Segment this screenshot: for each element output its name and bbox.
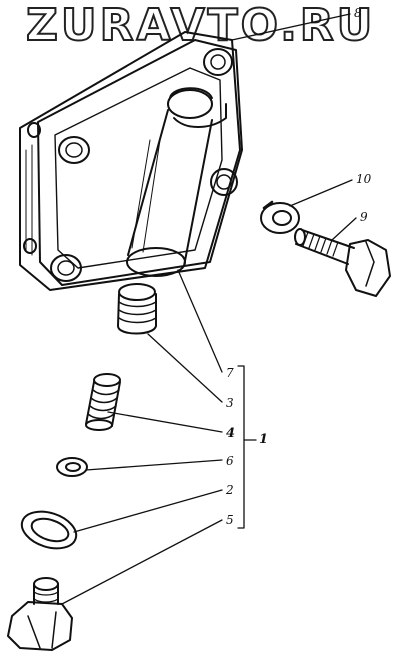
callout-3: 3 [226, 396, 234, 410]
coil-spring-large [117, 283, 157, 335]
callout-8: 8 [354, 6, 362, 20]
cover-plate [19, 31, 243, 291]
callout-6: 6 [226, 454, 234, 468]
callout-5: 5 [226, 513, 234, 527]
callout-4: 4 [226, 426, 236, 441]
callout-7: 7 [226, 366, 234, 380]
leader-lines [61, 13, 357, 605]
lock-washer [260, 200, 300, 234]
callout-1: 1 [259, 432, 269, 447]
seal-ring [20, 510, 78, 550]
callout-2: 2 [226, 483, 234, 497]
drain-plug [7, 577, 73, 651]
callout-9: 9 [360, 210, 368, 224]
small-washer [56, 457, 88, 477]
hex-bolt [294, 228, 391, 297]
valve-body [126, 87, 227, 277]
coil-spring-small [85, 373, 121, 431]
watermark-text: ZURAVTO.RU [25, 0, 376, 52]
callout-10: 10 [356, 172, 372, 186]
